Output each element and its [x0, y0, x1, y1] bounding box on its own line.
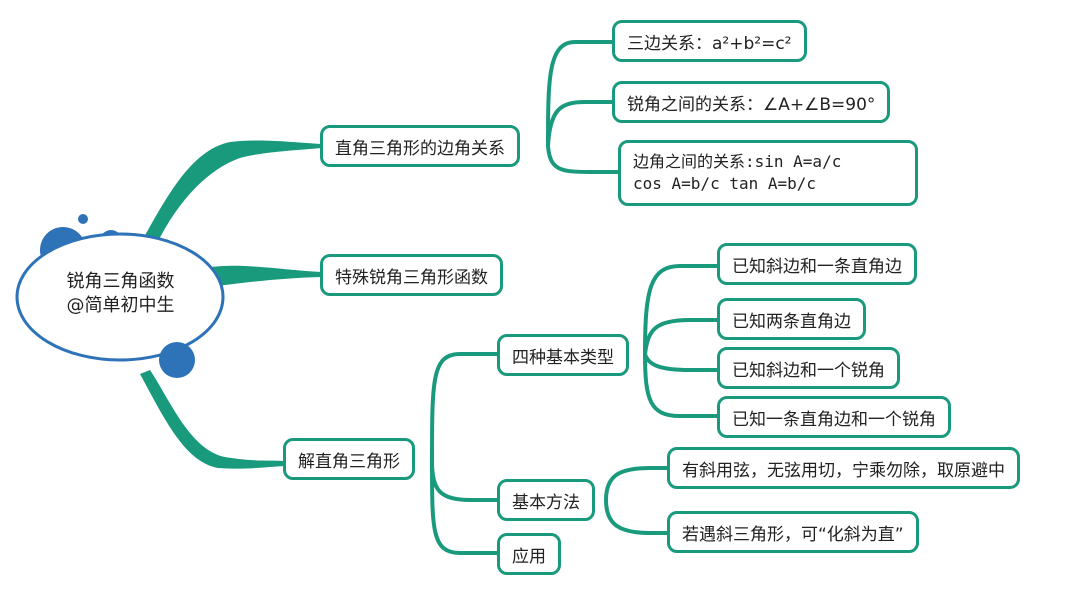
- node-four-types[interactable]: 四种基本类型: [497, 334, 629, 376]
- node-method-2[interactable]: 若遇斜三角形，可“化斜为直”: [667, 511, 919, 553]
- node-acute-angles[interactable]: 锐角之间的关系：∠A+∠B=90°: [612, 81, 891, 123]
- node-solve-right-triangle[interactable]: 解直角三角形: [283, 438, 415, 480]
- root-node[interactable]: 锐角三角函数 @简单初中生: [17, 270, 224, 318]
- connector-edge-rel: [546, 145, 620, 174]
- node-label-line2: cos A=b/c tan A=b/c: [633, 174, 817, 193]
- node-label: 应用: [512, 546, 546, 567]
- node-type-4[interactable]: 已知一条直角边和一个锐角: [717, 396, 951, 438]
- connector-edge-solve: [430, 461, 498, 502]
- node-label: 特殊锐角三角形函数: [335, 267, 488, 288]
- node-method-1[interactable]: 有斜用弦，无弦用切，宁乘勿除，取原避中: [667, 447, 1020, 489]
- node-label: 已知一条直角边和一个锐角: [732, 409, 936, 430]
- connector-edge-rel: [546, 40, 614, 147]
- root-author: @简单初中生: [66, 295, 175, 316]
- connector-edge-rel: [546, 100, 614, 147]
- node-type-1[interactable]: 已知斜边和一条直角边: [717, 243, 917, 285]
- node-label: 直角三角形的边角关系: [335, 138, 505, 159]
- node-label: 若遇斜三角形，可“化斜为直”: [682, 524, 904, 545]
- node-label: 已知斜边和一个锐角: [732, 360, 885, 381]
- bubble-decoration: [159, 342, 195, 378]
- node-type-3[interactable]: 已知斜边和一个锐角: [717, 347, 900, 389]
- main-branch-3: [140, 370, 285, 469]
- connector-edge-solve: [430, 461, 498, 555]
- node-label: 解直角三角形: [298, 451, 400, 472]
- node-label-line1: 边角之间的关系:sin A=a/c: [633, 152, 842, 171]
- node-type-2[interactable]: 已知两条直角边: [717, 298, 866, 340]
- connector-edge-types: [643, 353, 718, 418]
- node-label: 基本方法: [512, 492, 580, 513]
- node-label: 有斜用弦，无弦用切，宁乘勿除，取原避中: [682, 460, 1005, 481]
- node-edge-angle-relations[interactable]: 直角三角形的边角关系: [320, 125, 520, 167]
- node-side-angle[interactable]: 边角之间的关系:sin A=a/c cos A=b/c tan A=b/c: [618, 140, 918, 206]
- node-label: 锐角之间的关系：∠A+∠B=90°: [627, 94, 876, 115]
- main-branch-1: [138, 140, 322, 248]
- node-three-sides[interactable]: 三边关系：a²+b²=c²: [612, 20, 807, 62]
- main-branch-2: [205, 265, 322, 287]
- root-ellipse: [15, 232, 225, 362]
- connector-edge-types: [643, 318, 718, 355]
- node-label: 四种基本类型: [512, 347, 614, 368]
- connector-edge-types: [643, 353, 718, 372]
- connector-edge-types: [643, 264, 718, 355]
- connector-edge-methods: [604, 466, 668, 501]
- connector-edge-solve: [430, 352, 498, 463]
- node-label: 三边关系：a²+b²=c²: [627, 33, 792, 54]
- root-title: 锐角三角函数: [66, 271, 175, 292]
- bubble-decoration: [78, 214, 88, 224]
- node-label: 已知两条直角边: [732, 311, 851, 332]
- node-basic-methods[interactable]: 基本方法: [497, 479, 595, 521]
- node-special-angles[interactable]: 特殊锐角三角形函数: [320, 254, 503, 296]
- connector-edge-methods: [604, 499, 668, 535]
- node-label: 已知斜边和一条直角边: [732, 256, 902, 277]
- node-application[interactable]: 应用: [497, 533, 561, 575]
